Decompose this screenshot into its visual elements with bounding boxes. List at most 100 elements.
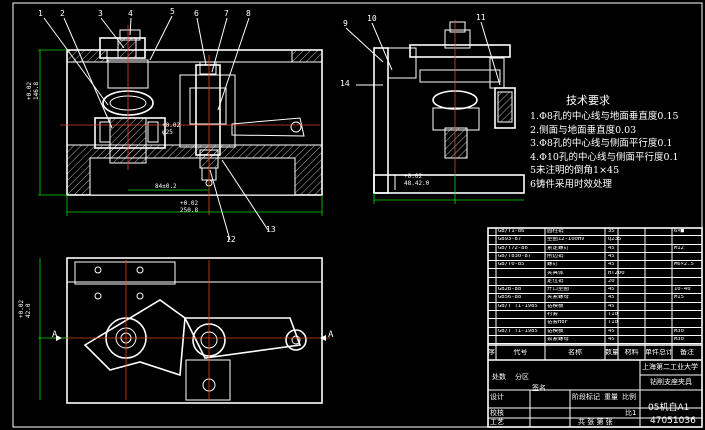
bom-h-mat: 材料: [624, 349, 639, 356]
callout-12: 12: [226, 235, 236, 244]
bom-cell-name: 削边销: [547, 253, 564, 259]
callout-4: 4: [128, 9, 133, 18]
callout-11: 11: [476, 13, 486, 22]
tb-label-d: 分区: [515, 373, 529, 381]
bom-cell-name: 螺钉: [547, 262, 559, 268]
bom-cell-material: 35: [608, 229, 615, 234]
tb-designer: 设计: [490, 393, 504, 401]
bom-cell-material: 45: [608, 336, 615, 342]
bom-h-no: 序号: [488, 349, 496, 356]
bom-cell-name: 钻模板: [547, 303, 564, 309]
bom-cell-code: GB/T830-87: [498, 253, 532, 259]
bom-h-weight: 单件总计重量: [645, 349, 672, 356]
bom-cell-code: GB/T72-86: [498, 245, 528, 251]
bom-cell-name: 圆柱销: [547, 229, 564, 234]
bom-cell-material: 45: [608, 262, 615, 268]
bom-cell-name: 垫圈12-100HV: [547, 237, 585, 243]
bom-cell-material: HT200: [608, 270, 625, 276]
bom-cell-code: GB/T0-85: [498, 262, 525, 268]
tb-scale-val: 比1: [625, 409, 637, 417]
bom-cell-name: 开口垫圈: [547, 287, 570, 293]
bom-cell-remark: M12: [674, 245, 684, 251]
callout-7: 7: [224, 9, 229, 18]
bom-row: GB/T72-86 紧定螺钉 45 M12: [488, 245, 702, 253]
callout-5: 5: [170, 7, 175, 16]
bom-row: 定位销 20: [488, 278, 702, 287]
tb-total: 共 张 第 张: [578, 418, 613, 426]
bom-cell-remark: M30: [674, 328, 684, 334]
bom-cell-material: 45: [608, 303, 615, 309]
callout-2: 2: [60, 9, 65, 18]
bom-row: GB/T T1-1985 钻模板 45: [488, 303, 702, 311]
tech-note-6: 6铸件采用时效处理: [530, 178, 613, 190]
tb-scale: 比例: [622, 393, 636, 401]
bom-cell-material: 20: [608, 278, 615, 284]
drawing-frame: [12, 2, 703, 428]
bom-cell-code: GB/T1-86: [498, 229, 525, 234]
bom-cell-name: 夹具体: [547, 270, 564, 276]
bom-cell-material: 45: [608, 328, 615, 334]
dim-front-inner: 84±0.2: [155, 183, 177, 190]
callout-6: 6: [194, 9, 199, 18]
bom-cell-material: 45: [608, 245, 615, 251]
tb-sheet: 阶段标记: [572, 393, 600, 401]
bom-cell-material: 45: [608, 287, 615, 293]
bom-cell-name: 紧定螺钉: [547, 245, 570, 251]
bom-h-qty: 数量: [605, 349, 618, 356]
callout-8: 8: [246, 9, 251, 18]
bom-cell-remark: M30: [674, 336, 684, 342]
side-view: [345, 20, 525, 204]
tb-class: 05机自A1: [648, 403, 690, 413]
bom-cell-name: 钻模板: [547, 328, 564, 334]
tech-notes-title: 技术要求: [566, 94, 610, 107]
dim-front-height: +0.02 146.8: [26, 81, 40, 100]
bom-h-name: 名称: [568, 349, 582, 356]
plan-view: [38, 257, 330, 404]
tb-label-f: 签名: [532, 384, 546, 392]
bom-cell-material: T10: [608, 312, 618, 317]
bom-cell-remark: M6×2.5: [674, 262, 694, 268]
tech-note-5: 5未注明的倒角1×45: [530, 165, 620, 176]
bom-cell-material: 45: [608, 253, 615, 259]
bom-h-note: 备注: [680, 349, 694, 356]
bom-cell-code: GB2B-88: [498, 287, 522, 293]
bom-cell-material: 45: [608, 295, 615, 301]
bom-cell-name: 衬套: [547, 312, 559, 317]
callout-9: 9: [343, 19, 348, 28]
dim-front-width: +0.02 250.8: [180, 200, 199, 214]
bom-cell-code: GB/T T1-1985: [498, 303, 538, 309]
callout-10: 10: [367, 14, 377, 23]
bom-cell-code: GB56-88: [498, 295, 522, 301]
tb-label-c: 处数: [492, 373, 506, 381]
tech-note-2: 2.侧面与地面垂直度0.03: [530, 124, 637, 136]
tb-process: 工艺: [490, 418, 504, 426]
dim-side-width: +0.02 48.42.0: [404, 173, 430, 187]
bom-header: 序号 代号 名称 数量 材料 单件总计重量 备注: [488, 346, 702, 359]
bom-row: 钻套H8F T10: [488, 319, 702, 328]
tech-note-4: 4.Φ10孔的中心线与侧面平行度0.1: [530, 151, 679, 163]
bom-cell-name: 钻套H8F: [547, 320, 568, 326]
bom-cell-code: GB93-87: [498, 237, 522, 243]
tb-checker: 校核: [490, 409, 504, 417]
bom-cell-remark: M15: [674, 295, 684, 301]
callout-14: 14: [340, 79, 350, 88]
callout-1: 1: [38, 9, 43, 18]
bom-cell-material: T10: [608, 320, 618, 326]
tb-school: 上海第二工业大学: [642, 363, 698, 371]
bom-row: GB/T830-87 削边销 45: [488, 253, 702, 262]
bom-row: 衬套 T10: [488, 311, 702, 320]
bom-h-code: 代号: [513, 349, 528, 356]
bom-cell-name: 定位销: [547, 278, 564, 284]
bom-row: GB/T0-85 螺钉 45 M6×2.5: [488, 261, 702, 270]
tb-student: 47051036: [650, 416, 696, 426]
tb-drawing: 钻削支座夹具: [650, 378, 692, 386]
tech-notes: 技术要求 1.Φ8孔的中心线与地面垂直度0.15 2.侧面与地面垂直度0.03 …: [530, 92, 679, 191]
front-leaders: [43, 15, 269, 241]
tech-note-3: 3.Φ8孔的中心线与侧面平行度0.1: [530, 138, 673, 149]
